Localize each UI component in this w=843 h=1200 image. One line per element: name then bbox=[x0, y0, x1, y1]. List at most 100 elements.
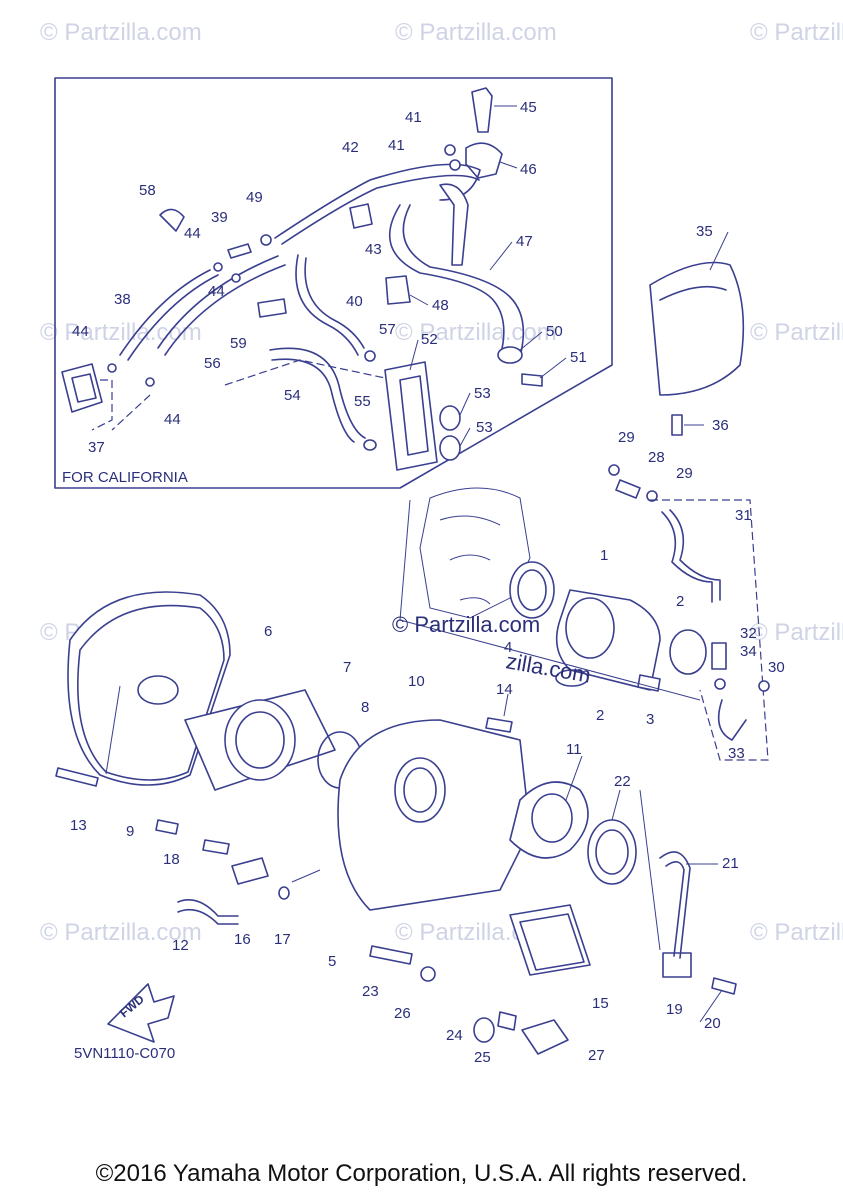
part-31 bbox=[661, 511, 713, 603]
callout: 27 bbox=[588, 1047, 605, 1064]
callout: 20 bbox=[704, 1015, 721, 1032]
part-33 bbox=[717, 699, 747, 741]
callout: 48 bbox=[432, 297, 449, 314]
callout: 23 bbox=[362, 983, 379, 1000]
part-36 bbox=[671, 414, 683, 436]
callout: 4 bbox=[504, 639, 512, 656]
watermark: © Partzilla.com bbox=[750, 19, 843, 46]
part-2 bbox=[669, 629, 707, 675]
part-29 bbox=[608, 464, 620, 476]
callout: 36 bbox=[712, 417, 729, 434]
part-44 bbox=[107, 363, 117, 373]
callout: 38 bbox=[114, 291, 131, 308]
part-53 bbox=[439, 405, 461, 431]
part-46 bbox=[465, 142, 503, 179]
callout: 9 bbox=[126, 823, 134, 840]
callout: 32 bbox=[740, 625, 757, 642]
callout: 55 bbox=[354, 393, 371, 410]
callout: 6 bbox=[264, 623, 272, 640]
callout: 37 bbox=[88, 439, 105, 456]
callout: 16 bbox=[234, 931, 251, 948]
callout: 44 bbox=[164, 411, 181, 428]
watermark: © Partzilla.com bbox=[40, 19, 202, 46]
part-26 bbox=[420, 966, 436, 982]
callout: 42 bbox=[342, 139, 359, 156]
callout: 2 bbox=[596, 707, 604, 724]
part-56 bbox=[164, 264, 286, 356]
part-37 bbox=[61, 363, 103, 413]
part-32 bbox=[711, 642, 727, 670]
callout: 8 bbox=[361, 699, 369, 716]
callout: 39 bbox=[211, 209, 228, 226]
callout: 40 bbox=[346, 293, 363, 310]
part-15 bbox=[509, 904, 591, 976]
part-54 bbox=[269, 347, 366, 439]
callout: 43 bbox=[365, 241, 382, 258]
part-55 bbox=[363, 439, 377, 451]
part-19 bbox=[662, 952, 692, 978]
part-47 bbox=[402, 204, 525, 358]
callout: 41 bbox=[388, 137, 405, 154]
callout: 50 bbox=[546, 323, 563, 340]
part-9 bbox=[155, 819, 179, 835]
part-39 bbox=[227, 243, 252, 259]
callout: 34 bbox=[740, 643, 757, 660]
part-58 bbox=[159, 208, 185, 232]
part-21 bbox=[659, 851, 691, 959]
callout: 41 bbox=[405, 109, 422, 126]
main-parts bbox=[55, 261, 770, 1055]
callout: 58 bbox=[139, 182, 156, 199]
diagram-code: 5VN1110-C070 bbox=[74, 1045, 175, 1062]
callout: 25 bbox=[474, 1049, 491, 1066]
center-watermark: © Partzilla.com bbox=[392, 612, 540, 637]
callout: 7 bbox=[343, 659, 351, 676]
part-2 bbox=[555, 669, 589, 687]
callout: 22 bbox=[614, 773, 631, 790]
part-48 bbox=[385, 275, 411, 305]
part-50 bbox=[497, 346, 523, 364]
part-28 bbox=[615, 479, 641, 499]
callout: 14 bbox=[496, 681, 513, 698]
part-49 bbox=[260, 234, 272, 246]
callout: 26 bbox=[394, 1005, 411, 1022]
callout: 56 bbox=[204, 355, 221, 372]
watermark: © Partzilla.com bbox=[395, 319, 557, 346]
callout: 31 bbox=[735, 507, 752, 524]
part-23 bbox=[369, 945, 413, 965]
callout: 35 bbox=[696, 223, 713, 240]
callout: 52 bbox=[421, 331, 438, 348]
carburetor-ghost bbox=[419, 487, 531, 619]
callout: 28 bbox=[648, 449, 665, 466]
part-41 bbox=[444, 144, 456, 156]
part-27 bbox=[521, 1019, 569, 1055]
callout: 11 bbox=[566, 741, 582, 758]
watermark: © Partzilla.com bbox=[395, 19, 557, 46]
part-42 bbox=[274, 163, 481, 239]
part-13 bbox=[55, 767, 99, 787]
callout: 12 bbox=[172, 937, 189, 954]
watermark: © Partzilla.com bbox=[750, 919, 843, 946]
part-16 bbox=[231, 857, 269, 885]
part-17 bbox=[278, 886, 290, 900]
callout: 19 bbox=[666, 1001, 683, 1018]
part-38 bbox=[119, 269, 211, 356]
callout: 15 bbox=[592, 995, 609, 1012]
callout: 29 bbox=[618, 429, 635, 446]
callout: 29 bbox=[676, 465, 693, 482]
part-45 bbox=[471, 87, 493, 133]
callout: 59 bbox=[230, 335, 247, 352]
callout: 24 bbox=[446, 1027, 463, 1044]
part-11 bbox=[509, 781, 589, 859]
part-29 bbox=[646, 490, 658, 502]
part-40 bbox=[295, 254, 359, 356]
callout: 21 bbox=[722, 855, 739, 872]
callout: 5 bbox=[328, 953, 336, 970]
callout-leaders bbox=[409, 105, 729, 1023]
callout: 2 bbox=[676, 593, 684, 610]
part-57 bbox=[364, 350, 376, 362]
watermark: © Partzilla.com bbox=[750, 619, 843, 646]
callout: 51 bbox=[570, 349, 587, 366]
callout: 54 bbox=[284, 387, 301, 404]
fwd-arrow: FWD bbox=[107, 983, 175, 1043]
part-59 bbox=[257, 298, 287, 318]
